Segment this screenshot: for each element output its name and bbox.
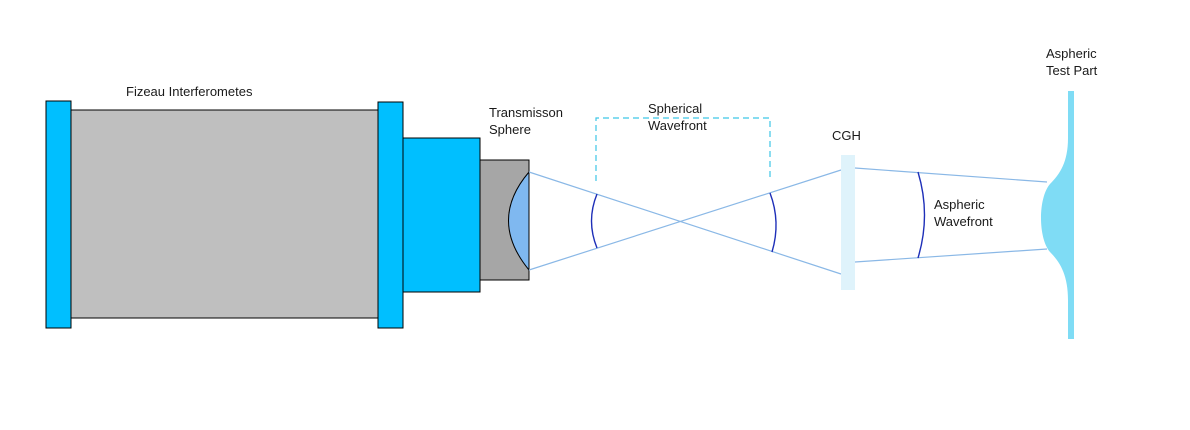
label-aspheric-wavefront-line2: Wavefront xyxy=(934,214,993,229)
label-aspheric-wavefront-line1: Aspheric xyxy=(934,197,985,212)
ray-lower-to-part xyxy=(854,248,1048,263)
label-cgh: CGH xyxy=(832,128,861,143)
spherical-wavefront-arc-left xyxy=(590,193,598,249)
label-transmission-sphere-line1: Transmisson xyxy=(489,105,563,120)
ray-upper-to-cgh xyxy=(528,171,842,275)
interferometer-left-flange xyxy=(45,100,72,329)
interferometer-right-flange xyxy=(377,101,404,329)
transmission-sphere-lens xyxy=(508,170,530,272)
ray-lower-to-cgh xyxy=(528,169,842,271)
label-interferometer: Fizeau Interferometes xyxy=(126,84,253,99)
aspheric-wavefront-arc xyxy=(917,171,926,259)
spherical-wavefront-arc-right xyxy=(769,192,777,253)
spherical-wavefront-bracket xyxy=(595,117,771,181)
ray-upper-to-part xyxy=(854,167,1048,183)
interferometer-mount xyxy=(402,137,481,293)
cgh-plate xyxy=(841,155,855,290)
interferometer-body xyxy=(69,109,379,319)
label-spherical-wavefront-line2: Wavefront xyxy=(648,118,707,133)
aspheric-test-part xyxy=(1041,91,1074,339)
label-test-part-line1: Aspheric xyxy=(1046,46,1097,61)
label-test-part-line2: Test Part xyxy=(1046,63,1098,78)
label-transmission-sphere-line2: Sphere xyxy=(489,122,531,137)
label-spherical-wavefront-line1: Spherical xyxy=(648,101,703,116)
